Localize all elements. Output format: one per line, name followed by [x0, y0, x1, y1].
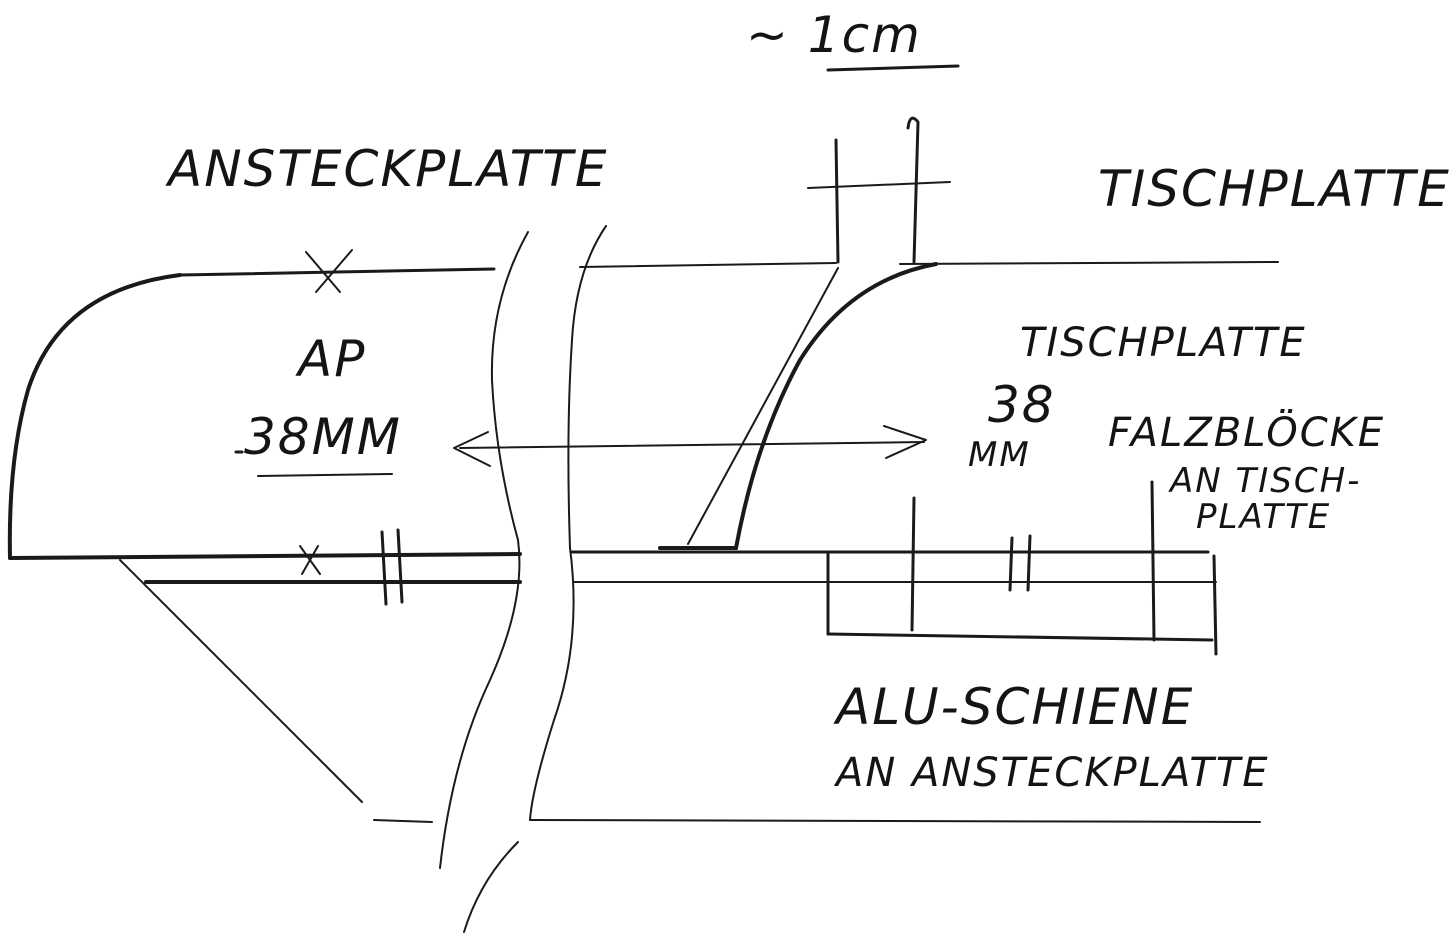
falzbloecke-label-3: PLATTE	[1196, 497, 1331, 537]
bracket-bottom	[826, 632, 1214, 642]
lower-edge-tick-2	[396, 528, 404, 604]
ap-top-edge	[178, 267, 496, 277]
ap-label: AP	[295, 330, 366, 388]
gap-dimension	[807, 64, 960, 264]
bracket-tick-2	[1026, 534, 1032, 592]
tischplatte-thickness-value: 38	[988, 376, 1056, 434]
alu-rail-bottom-left	[373, 819, 433, 823]
ap-bottom-edge	[8, 552, 522, 560]
tischplatte-title: TISCHPLATTE	[1098, 160, 1451, 218]
alu-rail	[119, 554, 1261, 823]
ap-top-edge-continued	[579, 262, 837, 268]
gap-left-tick	[834, 138, 840, 264]
gap-dimension-label: ~ 1cm	[746, 6, 922, 64]
gap-edges	[658, 262, 938, 550]
alu-rail-chamfer	[119, 559, 363, 803]
break-lines	[439, 225, 607, 933]
gap-label-underline	[826, 64, 960, 72]
bracket-tick-1	[1008, 536, 1014, 592]
lower-surface	[8, 528, 1210, 606]
tischplatte-thickness-unit: MM	[968, 435, 1031, 475]
falzbloecke-bracket	[826, 480, 1214, 642]
ap-label-underline	[257, 473, 393, 477]
ansteckplatte-title: ANSTECKPLATTE	[165, 140, 608, 198]
thickness-arrow	[453, 425, 927, 467]
tischplatte-curved-edge	[734, 262, 938, 550]
gap-dimension-line	[807, 181, 951, 189]
ap-thickness-label: 38MM	[244, 408, 402, 466]
ap-top-marker-x	[305, 249, 353, 293]
break-line-left	[439, 231, 529, 869]
upper-surface	[178, 249, 1279, 293]
tischplatte-top-edge	[899, 261, 1279, 265]
alu-rail-bottom-right	[529, 819, 1261, 823]
arrow-head-left	[453, 431, 491, 467]
gap-right-tick	[906, 116, 920, 264]
lower-edge-tick-1	[380, 530, 388, 606]
falzbloecke-label-2: AN TISCH-	[1168, 461, 1361, 501]
ap-slanted-edge	[687, 267, 839, 545]
alu-schiene-sub-label: AN ANSTECKPLATTE	[833, 750, 1270, 796]
tischplatte-label: TISCHPLATTE	[1020, 320, 1307, 366]
bracket-divider-1	[910, 496, 916, 632]
alu-rail-end	[1212, 554, 1218, 656]
arrow-shaft	[459, 441, 925, 449]
arrow-head-right	[883, 425, 927, 459]
lower-edge-x-marker	[299, 545, 321, 575]
break-line-right	[529, 225, 607, 821]
ap-rounded-front	[7, 273, 182, 560]
alu-schiene-label: ALU-SCHIENE	[833, 678, 1194, 736]
break-line-bottom	[463, 841, 519, 933]
bracket-divider-2	[1150, 480, 1156, 642]
falzbloecke-label-1: FALZBLÖCKE	[1108, 408, 1385, 456]
